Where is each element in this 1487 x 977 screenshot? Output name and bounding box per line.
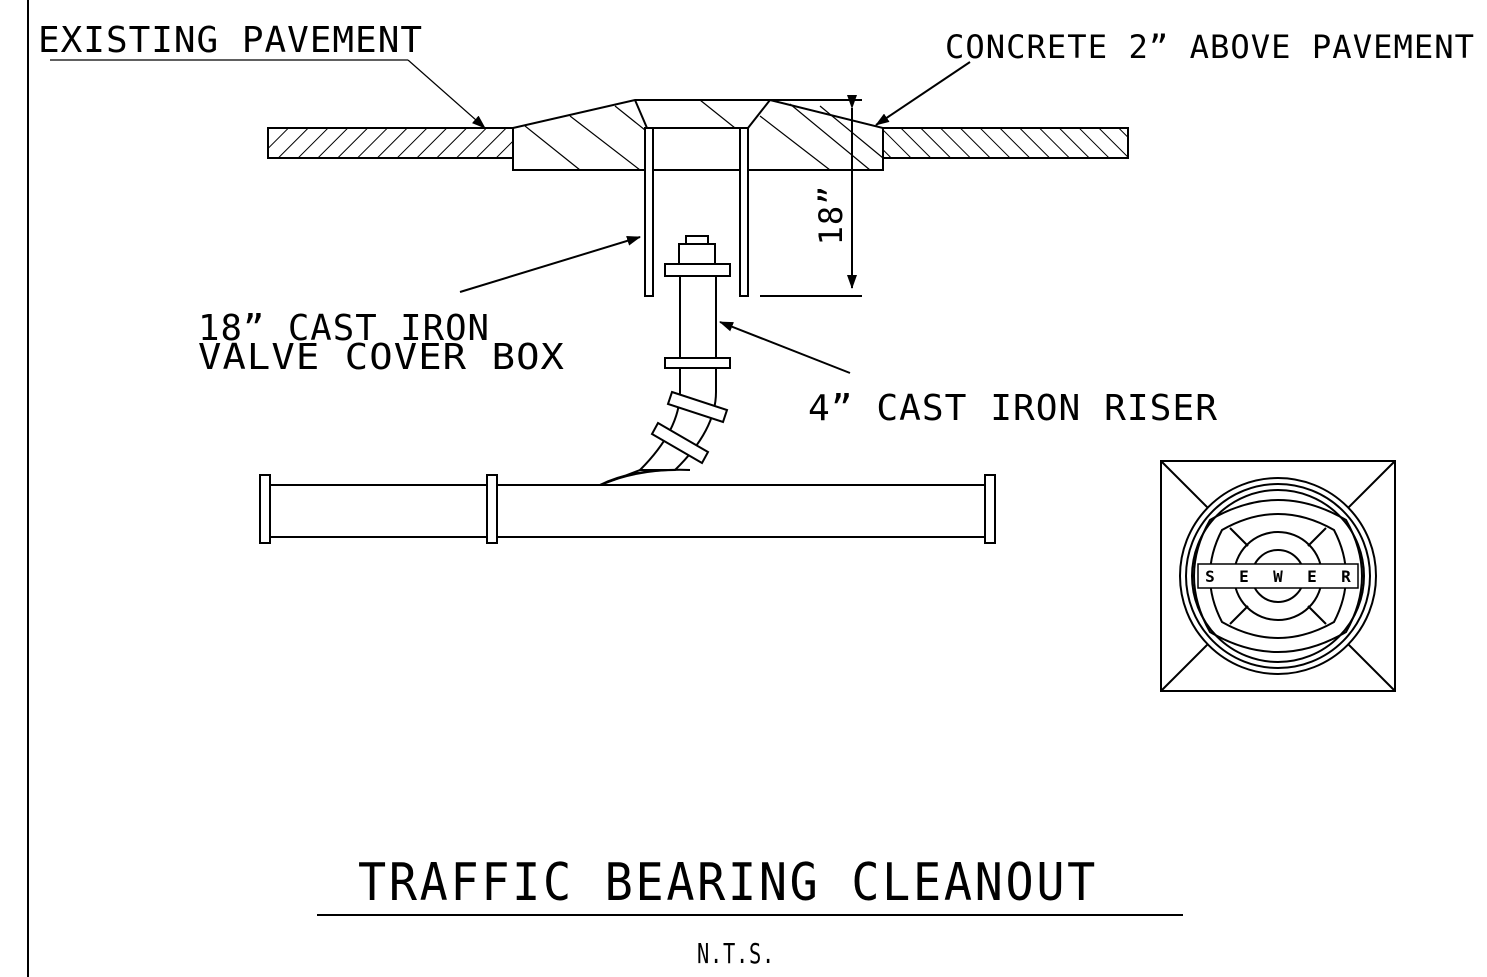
leader-riser — [719, 321, 851, 374]
concrete-collar — [512, 99, 884, 171]
cover-plan-view — [1160, 460, 1396, 692]
sewer-letter-2: E — [1239, 567, 1249, 586]
leader-concrete — [875, 61, 971, 126]
label-riser: 4” CAST IRON RISER — [808, 388, 1218, 429]
sewer-letter-3: W — [1273, 567, 1283, 586]
label-existing-pavement: EXISTING PAVEMENT — [38, 20, 423, 61]
dimension-label: 18” — [812, 185, 850, 246]
sewer-letter-1: S — [1205, 567, 1215, 586]
valve-box-wall-right — [739, 127, 749, 297]
drawing-title: TRAFFIC BEARING CLEANOUT — [358, 853, 1098, 913]
scale-note: N.T.S. — [697, 937, 775, 970]
pavement-right — [882, 127, 1129, 159]
leader-existing-pavement — [50, 59, 486, 129]
valve-box-wall-left — [644, 127, 654, 297]
label-valve-box-line2: VALVE COVER BOX — [198, 337, 565, 378]
pavement-left — [267, 127, 514, 159]
sewer-letter-4: E — [1307, 567, 1317, 586]
sewer-letter-5: R — [1341, 567, 1351, 586]
sewer-main-pipe — [259, 468, 996, 544]
leader-valve-box — [459, 236, 641, 293]
label-valve-box-line1: 18” CAST IRON — [198, 308, 490, 349]
cast-iron-riser — [599, 235, 731, 486]
label-concrete: CONCRETE 2” ABOVE PAVEMENT — [945, 28, 1475, 66]
dimension-18in: 18” — [760, 95, 862, 297]
